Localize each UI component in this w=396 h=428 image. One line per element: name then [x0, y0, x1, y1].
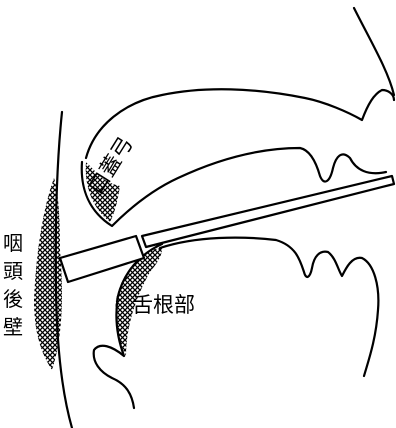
posterior-pharyngeal-wall-label: 咽 頭 後 壁: [3, 231, 23, 339]
tongue-root-label: 舌根部: [132, 293, 195, 317]
face-profile-line: [354, 8, 394, 95]
wall-label-char: 頭: [3, 259, 23, 283]
wall-label-char: 咽: [3, 231, 23, 255]
wall-label-char: 壁: [3, 315, 23, 339]
instrument-shaft: [142, 176, 394, 247]
wall-label-char: 後: [3, 287, 23, 311]
